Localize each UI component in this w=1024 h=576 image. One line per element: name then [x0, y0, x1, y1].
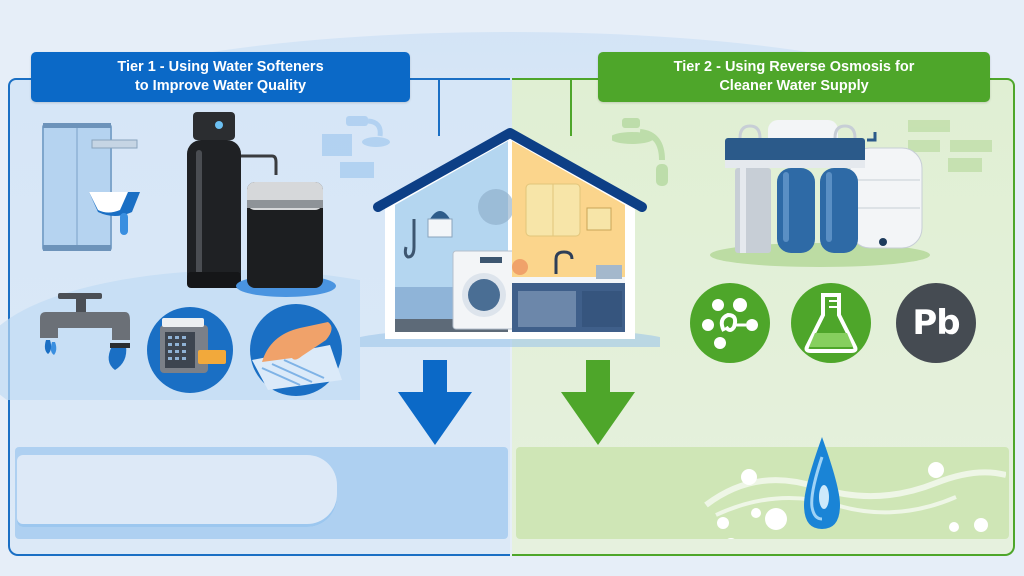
- water-drop-icon: [704, 437, 1006, 539]
- soft-water-foam-icon: [17, 455, 337, 527]
- tier2-title-line1: Tier 2 - Using Reverse Osmosis for: [673, 59, 915, 75]
- connector-line: [570, 78, 572, 136]
- clean-water-result: [516, 437, 1009, 539]
- tier1-title: Tier 1 - Using Water Softeners to Improv…: [31, 52, 410, 102]
- tier2-title-line2: Cleaner Water Supply: [719, 78, 869, 94]
- roof: [373, 128, 647, 212]
- tier2-down-arrow: [561, 360, 635, 445]
- tier2-title: Tier 2 - Using Reverse Osmosis for Clean…: [598, 52, 990, 102]
- washing-machine-icon: [452, 250, 516, 330]
- soft-water-result: [15, 447, 508, 539]
- lead-icon: Pb: [896, 283, 976, 363]
- hand-laundry-icon: [250, 304, 342, 396]
- brine-tank-icon: [236, 182, 336, 297]
- water-softener-tank-icon: [187, 112, 278, 288]
- tier1-down-arrow: [398, 360, 472, 445]
- reverse-osmosis-filter-icon: [725, 120, 865, 253]
- tier2-illustrations: [710, 120, 992, 267]
- tier1-title-line1: Tier 1 - Using Water Softeners: [117, 59, 324, 75]
- shower-sink-icon: [42, 123, 140, 251]
- house-illustration: [360, 128, 660, 347]
- faint-shower-icon: [322, 116, 390, 178]
- tier1-illustrations: [0, 112, 360, 400]
- chemical-flask-icon: [791, 283, 871, 363]
- lead-symbol: Pb: [912, 303, 960, 343]
- connector-line: [438, 78, 440, 136]
- contaminant-molecules-icon: [690, 283, 770, 363]
- dripping-faucet-icon: [40, 293, 130, 370]
- dishwasher-icon: [147, 307, 233, 393]
- tier1-title-line2: to Improve Water Quality: [134, 78, 307, 94]
- faint-shower-icon: [612, 118, 668, 186]
